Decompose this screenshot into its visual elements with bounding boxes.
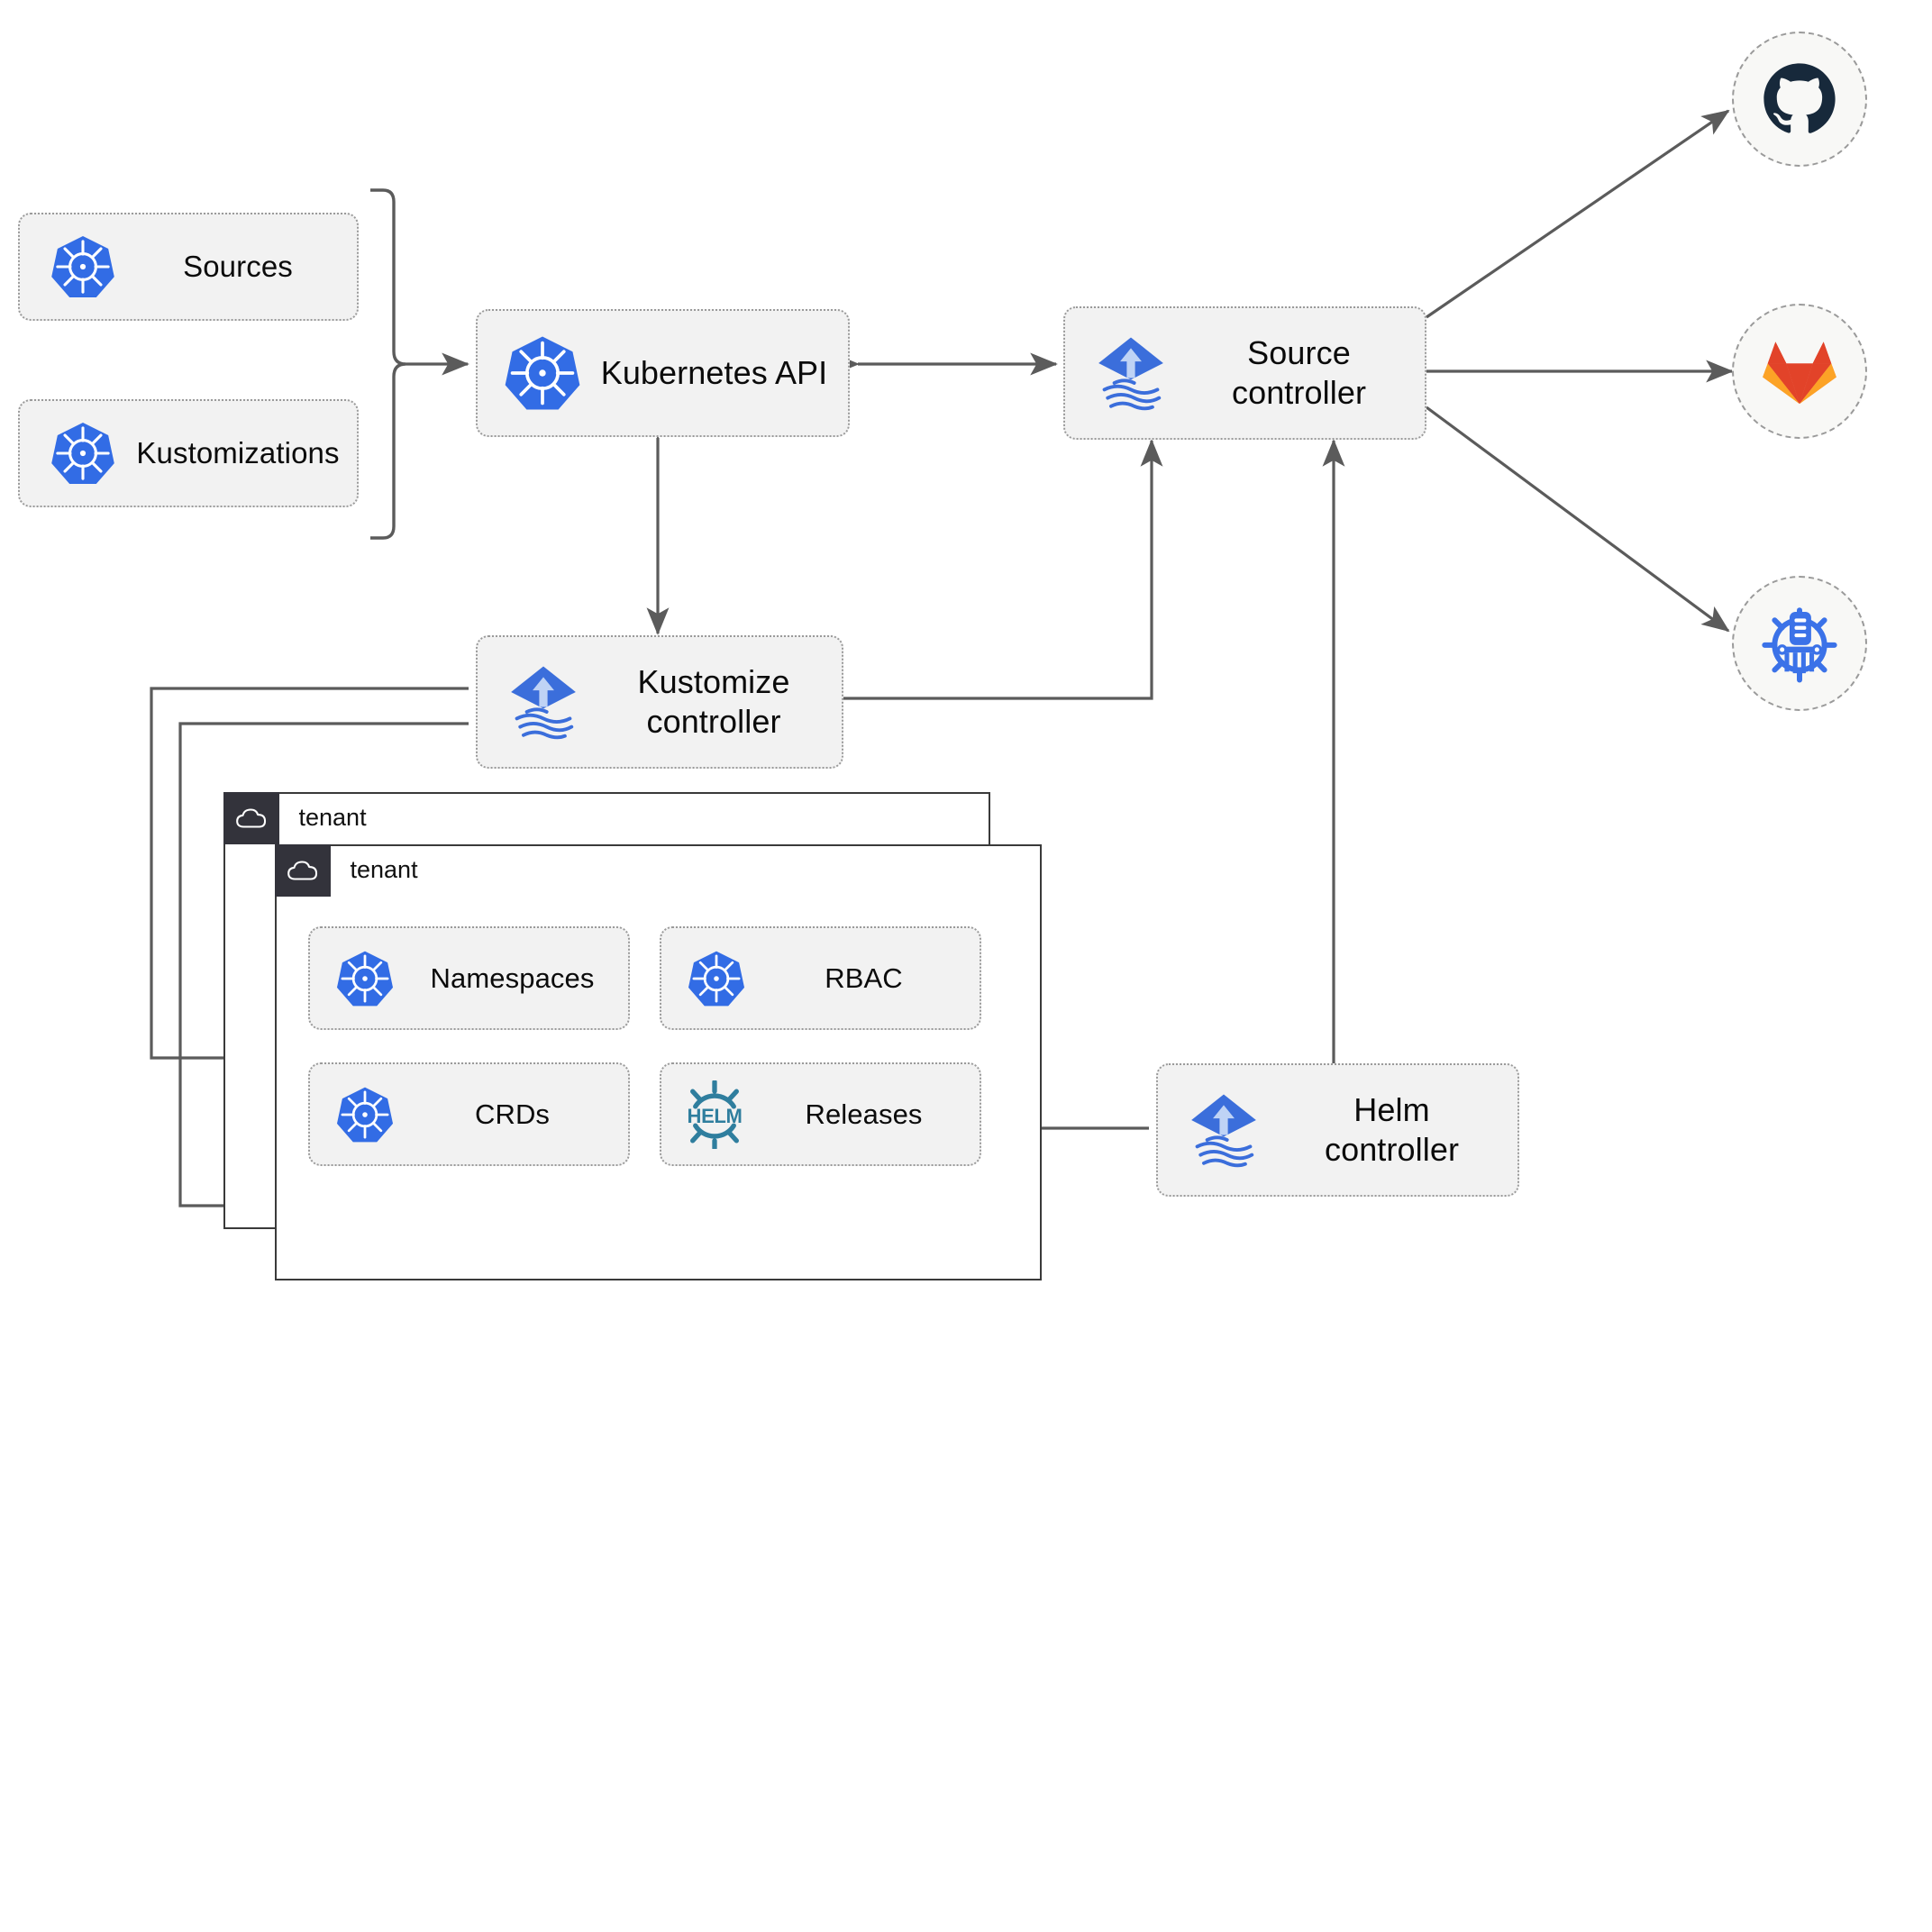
node-label: Kustomize controller — [593, 662, 842, 742]
node-kubernetes-api[interactable]: Kubernetes API — [476, 309, 850, 437]
kubernetes-icon — [678, 949, 755, 1008]
gitlab-icon — [1763, 342, 1836, 405]
provider-oci-registry[interactable] — [1732, 576, 1867, 711]
node-crds[interactable]: CRDs — [308, 1062, 630, 1166]
node-rbac[interactable]: RBAC — [660, 926, 981, 1030]
flux-icon — [1174, 1089, 1273, 1171]
node-label-line2: controller — [1231, 374, 1367, 411]
node-label: Sources — [183, 249, 293, 283]
node-label-line1: Kustomize — [637, 663, 790, 701]
edge-source-to-github — [1426, 109, 1730, 319]
flux-icon — [1081, 332, 1180, 415]
flux-icon — [494, 661, 593, 743]
kubernetes-icon — [326, 949, 404, 1008]
provider-github[interactable] — [1732, 32, 1867, 167]
node-label-line1: Source — [1247, 334, 1351, 372]
node-label: Namespaces — [430, 961, 595, 994]
github-icon — [1763, 63, 1836, 133]
node-label: Source controller — [1180, 333, 1425, 413]
cloud-icon — [274, 843, 331, 897]
node-kustomize-controller[interactable]: Kustomize controller — [476, 635, 843, 769]
node-label: Releases — [805, 1098, 923, 1130]
edge-inputs-brace — [370, 188, 406, 540]
node-namespaces[interactable]: Namespaces — [308, 926, 630, 1030]
provider-gitlab[interactable] — [1732, 304, 1867, 439]
tenant-header: tenant — [274, 843, 418, 897]
kubernetes-icon — [326, 1085, 404, 1144]
svg-text:HELM: HELM — [688, 1105, 743, 1127]
node-label-line1: Helm — [1353, 1091, 1430, 1129]
node-helm-controller[interactable]: Helm controller — [1156, 1063, 1519, 1197]
kubernetes-icon — [40, 233, 126, 300]
node-source-controller[interactable]: Source controller — [1063, 306, 1426, 440]
tenant-label: tenant — [350, 856, 418, 883]
kubernetes-icon — [497, 333, 588, 413]
helm-icon: HELM — [674, 1080, 755, 1149]
edge-kustomize-to-source — [843, 439, 1163, 700]
edge-source-to-oci-registry — [1426, 406, 1730, 633]
cloud-icon — [223, 791, 279, 844]
node-kustomizations[interactable]: Kustomizations — [18, 399, 359, 507]
node-releases[interactable]: HELM Releases — [660, 1062, 981, 1166]
tenant-label: tenant — [298, 804, 367, 831]
node-label-line2: controller — [1324, 1131, 1460, 1168]
node-label: Helm controller — [1273, 1090, 1517, 1170]
node-label: RBAC — [825, 961, 903, 994]
tenant-header: tenant — [223, 791, 367, 844]
node-label-line2: controller — [646, 703, 781, 740]
kubernetes-icon — [40, 420, 126, 487]
node-sources[interactable]: Sources — [18, 213, 359, 321]
oci-registry-icon — [1762, 607, 1837, 683]
tenant-container-2[interactable]: tenant Namespaces — [274, 843, 1042, 1280]
node-label: Kustomizations — [136, 435, 340, 469]
node-label: Kubernetes API — [600, 354, 828, 392]
node-label: CRDs — [474, 1098, 551, 1130]
